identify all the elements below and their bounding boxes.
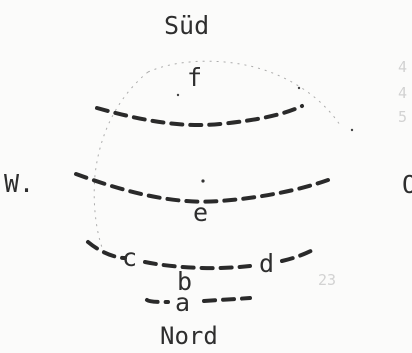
north-label: Nord: [160, 322, 218, 350]
path-f: [97, 106, 302, 125]
ghost-mark-2: 4: [398, 84, 407, 102]
sphere-outline-top: [148, 61, 340, 125]
east-label: O: [402, 170, 412, 199]
label-e: e: [193, 198, 208, 227]
ghost-mark-1: 4: [398, 58, 407, 76]
sphere-outline-left: [94, 72, 148, 255]
path-cd-middle: [145, 262, 250, 268]
label-f: f: [187, 63, 202, 92]
ghost-mark-3: 5: [398, 108, 407, 126]
dot-edge: [351, 129, 353, 131]
dot-top: [177, 94, 179, 96]
dot-right: [298, 87, 300, 89]
west-label: W.: [4, 169, 34, 198]
center-dot: [201, 179, 204, 182]
path-cd-right: [282, 249, 315, 261]
ghost-mark-4: 23: [318, 271, 336, 289]
label-a: a: [175, 288, 190, 317]
path-cd-left: [88, 242, 125, 258]
path-a-left: [147, 300, 168, 302]
south-label: Süd: [164, 11, 209, 40]
path-a-right: [204, 298, 250, 301]
label-d: d: [259, 249, 274, 278]
label-c: c: [122, 243, 137, 272]
